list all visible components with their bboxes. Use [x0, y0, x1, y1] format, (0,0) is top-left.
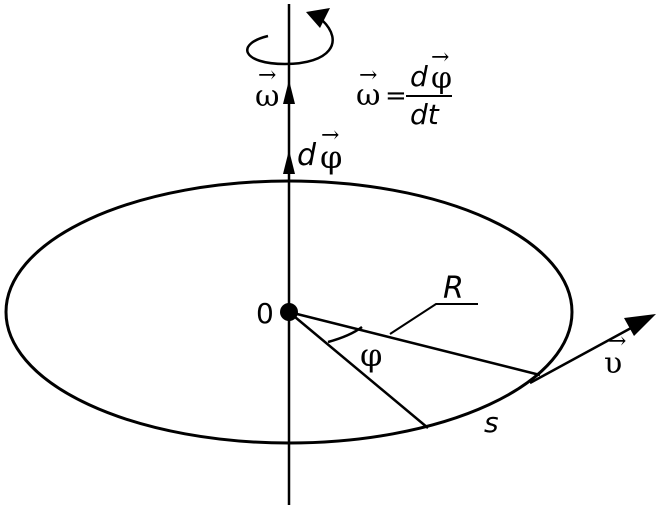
velocity-vector	[529, 319, 645, 385]
velocity-arrow-label: →	[608, 329, 626, 354]
formula-numerator-d: d	[410, 60, 428, 93]
dphi-phi-label: φ	[320, 138, 342, 176]
angle-label: φ	[360, 336, 382, 374]
formula-denominator: dt	[410, 98, 440, 131]
radius-label: R	[443, 271, 464, 306]
origin-label: 0	[256, 297, 274, 330]
radius-line-start	[288, 311, 429, 429]
arc-label: s	[484, 406, 499, 439]
velocity-label: υ	[604, 346, 622, 381]
formula-lhs: ω	[356, 78, 380, 113]
formula-numerator-phi: φ	[431, 61, 452, 96]
formula-equals: =	[385, 81, 407, 111]
trajectory-ellipse	[4, 179, 574, 445]
rotation-direction-arrowhead	[306, 8, 330, 28]
dphi-arrow-label: →	[321, 123, 339, 148]
omega-arrowhead	[283, 80, 295, 104]
angle-arc	[327, 325, 363, 344]
rotation-direction-arrow	[246, 19, 334, 66]
dphi-d-label: d	[297, 138, 317, 173]
radius-line	[288, 310, 541, 377]
velocity-arrowhead	[624, 314, 656, 336]
dphi-arrowhead	[283, 150, 295, 174]
omega-vector-arrow-label: →	[258, 63, 276, 88]
formula-numerator-arrow: →	[431, 45, 449, 70]
formula-lhs-arrow: →	[359, 63, 377, 88]
radius-label-leader	[389, 303, 478, 335]
omega-label: ω	[255, 79, 279, 114]
